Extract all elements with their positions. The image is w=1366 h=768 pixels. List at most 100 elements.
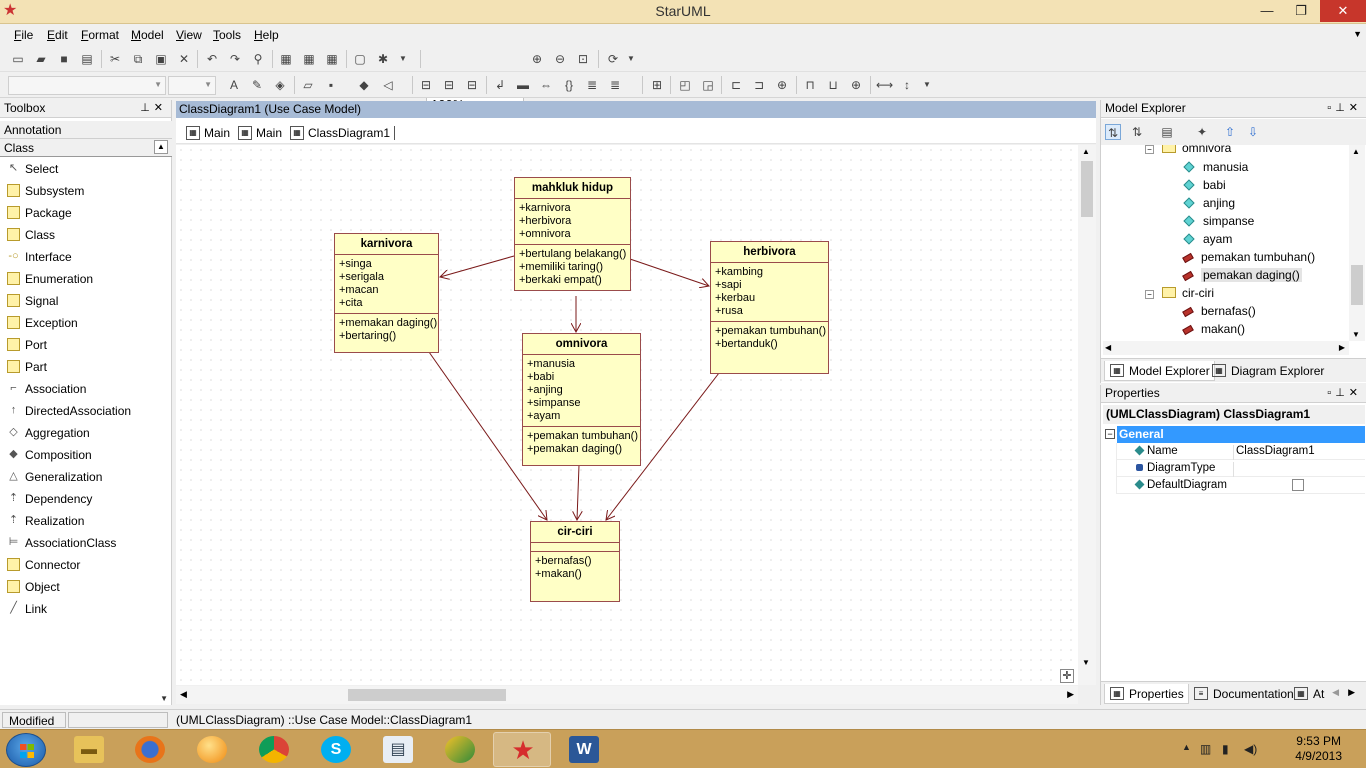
- line-color-icon[interactable]: ✎: [251, 78, 263, 92]
- tab-scroll-left-icon[interactable]: ◀: [1332, 687, 1339, 697]
- show-properties-icon[interactable]: {}: [564, 78, 573, 92]
- find-icon[interactable]: ⚲: [253, 52, 263, 66]
- indent-icon[interactable]: ≣: [586, 78, 598, 92]
- tab-properties[interactable]: ▦Properties: [1104, 684, 1189, 704]
- taskbar-app[interactable]: [431, 732, 489, 767]
- zoom-fit-icon[interactable]: ⊡: [577, 52, 589, 66]
- menu-view[interactable]: View: [176, 28, 202, 42]
- print-icon[interactable]: ▤: [81, 52, 93, 66]
- scroll-right-icon[interactable]: ▶: [1067, 689, 1074, 699]
- scroll-down-icon[interactable]: ▼: [160, 694, 168, 703]
- cut-icon[interactable]: ✂: [109, 52, 121, 66]
- canvas-vertical-scrollbar[interactable]: ▲ ▼: [1078, 145, 1096, 685]
- scroll-down-icon[interactable]: ▼: [1082, 658, 1090, 667]
- class-karnivora[interactable]: karnivora +singa +serigala +macan +cita …: [334, 233, 439, 353]
- space-vertical-icon[interactable]: ↕: [904, 78, 910, 92]
- menu-model[interactable]: Model: [131, 28, 164, 42]
- undo-icon[interactable]: ↶: [206, 52, 218, 66]
- tool-composition[interactable]: ◆Composition: [0, 444, 170, 466]
- navigator-icon[interactable]: ✛: [1060, 669, 1074, 683]
- bring-front-icon[interactable]: ◰: [679, 78, 691, 92]
- close-button[interactable]: ✕: [1320, 0, 1366, 22]
- panel-controls[interactable]: ▫⊥✕: [1327, 387, 1362, 399]
- taskbar-chrome[interactable]: [245, 732, 303, 767]
- diagram-edit-icon[interactable]: ▦: [303, 52, 315, 66]
- class-cir-ciri[interactable]: cir-ciri +bernafas() +makan(): [530, 521, 620, 602]
- align-top-icon[interactable]: ⊓: [805, 78, 815, 92]
- panel-controls[interactable]: ⊥✕: [140, 102, 167, 114]
- menu-format[interactable]: Format: [81, 28, 120, 42]
- tree-item-cir-ciri[interactable]: −cir-ciri: [1145, 286, 1214, 304]
- move-down-icon[interactable]: ⇩: [1247, 125, 1259, 139]
- tree-item-operation-selected[interactable]: pemakan daging(): [1182, 268, 1302, 286]
- toolbox-category-annotation[interactable]: Annotation: [0, 121, 172, 139]
- property-row-defaultdiagram[interactable]: DefaultDiagram: [1117, 477, 1365, 494]
- paste-icon[interactable]: ▣: [155, 52, 167, 66]
- tab-classdiagram1[interactable]: ▦ClassDiagram1: [286, 126, 396, 140]
- tool-subsystem[interactable]: Subsystem: [0, 180, 170, 202]
- dropdown-arrow-icon[interactable]: ▼: [923, 80, 931, 89]
- suppress-icon[interactable]: ◁: [383, 78, 393, 92]
- tool-enumeration[interactable]: Enumeration: [0, 268, 170, 290]
- tool-directed-association[interactable]: ↑DirectedAssociation: [0, 400, 170, 422]
- menu-edit[interactable]: Edit: [47, 28, 68, 42]
- tool-connector[interactable]: Connector: [0, 554, 170, 576]
- property-group-general[interactable]: General: [1117, 426, 1365, 443]
- tool-dependency[interactable]: ⇡Dependency: [0, 488, 170, 510]
- system-clock[interactable]: 9:53 PM 4/9/2013: [1295, 734, 1342, 764]
- word-wrap-icon[interactable]: ↲: [494, 78, 506, 92]
- verify-model-icon[interactable]: ✱: [377, 52, 389, 66]
- align-bottom-icon[interactable]: ⊔: [828, 78, 838, 92]
- scroll-right-icon[interactable]: ▶: [1338, 343, 1345, 352]
- tool-class[interactable]: Class: [0, 224, 170, 246]
- maximize-button[interactable]: ❐: [1295, 3, 1307, 18]
- collapse-icon[interactable]: −: [1145, 290, 1154, 299]
- menu-tools[interactable]: Tools: [213, 28, 242, 42]
- tool-interface[interactable]: -○Interface: [0, 246, 170, 268]
- tool-port[interactable]: Port: [0, 334, 170, 356]
- xml-export-icon[interactable]: ▢: [354, 52, 366, 66]
- properties-wand-icon[interactable]: ✦: [1196, 125, 1208, 139]
- model-tree-horizontal-scrollbar[interactable]: ◀ ▶: [1103, 341, 1349, 355]
- minimize-button[interactable]: —: [1260, 3, 1274, 18]
- font-icon[interactable]: A: [229, 78, 238, 92]
- tool-link[interactable]: ╱Link: [0, 598, 170, 620]
- stereotype-icon[interactable]: ◆: [359, 78, 369, 92]
- class-herbivora[interactable]: herbivora +kambing +sapi +kerbau +rusa +…: [710, 241, 829, 374]
- tab-model-explorer[interactable]: ▦Model Explorer: [1104, 361, 1215, 381]
- menu-help[interactable]: Help: [254, 28, 279, 42]
- toolbox-category-class[interactable]: Class ▲: [0, 139, 172, 157]
- taskbar-skype[interactable]: S: [307, 732, 365, 767]
- taskbar-staruml[interactable]: ★: [493, 732, 551, 767]
- show-signature-icon[interactable]: ⊟: [466, 78, 478, 92]
- show-parent-icon[interactable]: ⇔: [540, 78, 552, 92]
- property-value-name[interactable]: ClassDiagram1: [1233, 445, 1315, 460]
- tool-association-class[interactable]: ⊨AssociationClass: [0, 532, 170, 554]
- model-tree-vertical-scrollbar[interactable]: ▲ ▼: [1349, 145, 1365, 341]
- move-up-icon[interactable]: ⇧: [1224, 125, 1236, 139]
- layout-icon[interactable]: ⊞: [651, 78, 663, 92]
- sort-by-kind-icon[interactable]: ⇅: [1105, 124, 1121, 140]
- class-omnivora[interactable]: omnivora +manusia +babi +anjing +simpans…: [522, 333, 641, 466]
- property-row-diagramtype[interactable]: DiagramType: [1117, 460, 1365, 477]
- auto-resize-icon[interactable]: ▬: [517, 78, 529, 92]
- font-size-select[interactable]: ▼: [168, 76, 216, 95]
- sort-by-name-icon[interactable]: ⇅: [1131, 125, 1143, 139]
- class-mahkluk-hidup[interactable]: mahkluk hidup +karnivora +herbivora +omn…: [514, 177, 631, 291]
- line-style-arrow-icon[interactable]: ▪: [328, 78, 334, 92]
- dropdown-arrow-icon[interactable]: ▼: [399, 54, 407, 63]
- align-left-icon[interactable]: ⊏: [730, 78, 742, 92]
- canvas-horizontal-scrollbar[interactable]: ◀ ▶: [176, 686, 1078, 704]
- tree-item-operation[interactable]: bernafas(): [1182, 304, 1256, 322]
- show-attributes-icon[interactable]: ⊟: [420, 78, 432, 92]
- tab-scroll-right-icon[interactable]: ▶: [1348, 687, 1355, 697]
- send-back-icon[interactable]: ◲: [702, 78, 714, 92]
- default-diagram-checkbox[interactable]: [1292, 479, 1304, 491]
- save-icon[interactable]: ■: [60, 52, 68, 66]
- menu-overflow-icon[interactable]: ▼: [1353, 29, 1362, 39]
- align-right-icon[interactable]: ⊐: [753, 78, 765, 92]
- new-file-icon[interactable]: ▭: [12, 52, 24, 66]
- signal-bars-icon[interactable]: ▮: [1222, 742, 1229, 756]
- outdent-icon[interactable]: ≣: [609, 78, 621, 92]
- tool-exception[interactable]: Exception: [0, 312, 170, 334]
